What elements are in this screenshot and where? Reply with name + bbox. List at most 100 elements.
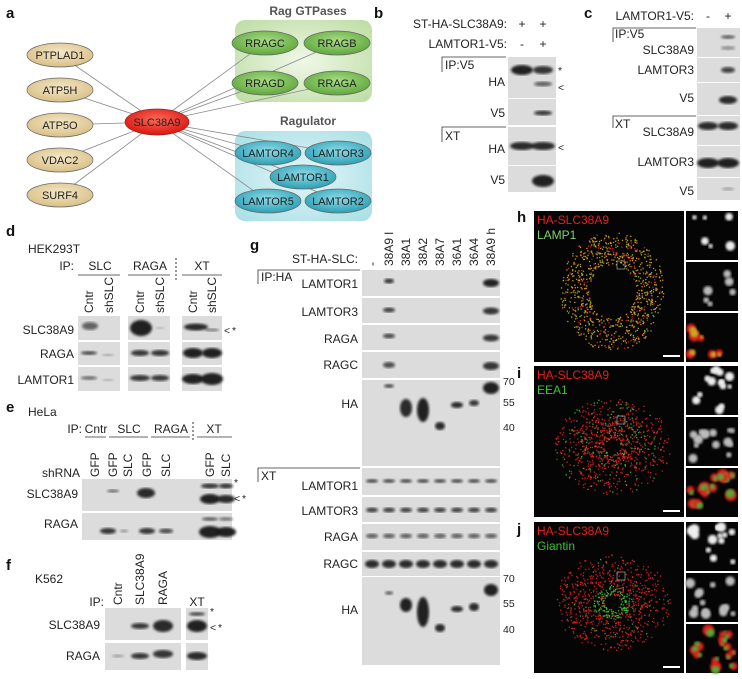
band (131, 350, 149, 356)
band (434, 533, 446, 539)
band (400, 399, 412, 417)
g-blot-label: LAMTOR3 (302, 504, 359, 518)
lane-label: shSLC (153, 277, 167, 313)
band (202, 348, 222, 358)
band (697, 158, 719, 168)
node-label: PTPLAD1 (36, 50, 85, 62)
band (721, 35, 735, 39)
band (383, 479, 395, 483)
band (383, 507, 395, 513)
band (131, 623, 149, 629)
panel-letter-e: e (6, 399, 14, 416)
g-mw-marker: 40 (503, 422, 515, 434)
c-blot-label: SLC38A9 (643, 125, 695, 139)
g-mw-marker: 55 (503, 397, 515, 409)
band (81, 376, 97, 380)
band (182, 374, 204, 384)
band (383, 333, 395, 339)
band (417, 597, 429, 627)
c-row-label: LAMTOR1-V5: (616, 9, 694, 23)
western-blot (697, 58, 740, 82)
lane-label: 36A4 (467, 238, 481, 266)
western-blot (508, 127, 556, 165)
western-blot (362, 497, 500, 522)
g-blot-label: RAGC (323, 358, 358, 372)
western-blot (362, 298, 500, 323)
node-label: LAMTOR3 (312, 148, 364, 160)
lane-label: SLC (159, 453, 173, 477)
band (385, 591, 393, 595)
western-blot (697, 116, 740, 145)
band (383, 362, 395, 368)
network-node: RRAGB (303, 30, 371, 56)
g-blot-label: RAGA (324, 332, 358, 346)
band (366, 479, 378, 483)
band (484, 584, 498, 596)
lane-label: shSLC (205, 277, 219, 313)
e-marker: < (234, 493, 240, 505)
d-marker: < (224, 325, 230, 337)
band (400, 533, 412, 539)
band (130, 320, 152, 336)
band (399, 560, 413, 568)
lane-label: GFP (106, 452, 120, 477)
center-node-label: SLC38A9 (133, 117, 180, 129)
band (417, 533, 429, 539)
panel-h-inset (686, 262, 738, 311)
f-blot-label: RAGA (66, 649, 100, 663)
lane-label: RAGA (156, 571, 170, 605)
western-blot (362, 270, 500, 296)
f-marker: * (218, 622, 222, 634)
western-blot (128, 342, 170, 365)
b-marker: < (558, 82, 564, 94)
band (416, 560, 430, 568)
band (698, 122, 718, 130)
node-label: RRAGD (245, 78, 285, 90)
band (511, 65, 533, 75)
band (155, 327, 165, 329)
band (187, 620, 207, 632)
node-label: ATP5O (42, 120, 78, 132)
western-blot (182, 342, 222, 365)
network-node: LAMTOR4 (234, 140, 302, 166)
band (434, 479, 446, 483)
h-red-label: HA-SLC38A9 (537, 213, 609, 227)
node-label: LAMTOR5 (242, 196, 294, 208)
network-node: PTPLAD1 (26, 42, 94, 68)
network-node: RRAGC (231, 30, 299, 56)
western-blot (128, 316, 170, 340)
band (435, 624, 445, 632)
band (102, 354, 114, 356)
e-cell-line: HeLa (28, 405, 57, 419)
network-node: VDAC2 (26, 147, 94, 173)
panel-letter-c: c (584, 5, 592, 22)
e-group-label: SLC (117, 422, 141, 436)
d-group-label: RAGA (133, 259, 167, 273)
band (383, 533, 395, 539)
c-blot-label: SLC38A9 (643, 43, 695, 57)
western-blot (362, 352, 500, 378)
panel-letter-d: d (6, 223, 15, 240)
band (533, 66, 553, 74)
b-marker: < (558, 142, 564, 154)
western-blot (508, 166, 556, 192)
band (433, 560, 447, 568)
network-node: SURF4 (26, 182, 94, 208)
western-blot (362, 380, 500, 466)
lane-label: Cntr (82, 290, 96, 313)
band (722, 187, 734, 191)
band (485, 507, 497, 513)
b-blot-label: V5 (490, 173, 505, 187)
band (205, 328, 219, 332)
band (153, 650, 173, 658)
lane-label: 38A9 h (484, 228, 498, 266)
western-blot (697, 28, 740, 57)
g-mw-marker: 55 (503, 598, 515, 610)
band (139, 528, 155, 534)
panel-letter-i: i (517, 365, 521, 382)
network-node: LAMTOR3 (304, 140, 372, 166)
band (199, 526, 221, 538)
c-blot-label: V5 (679, 184, 694, 198)
